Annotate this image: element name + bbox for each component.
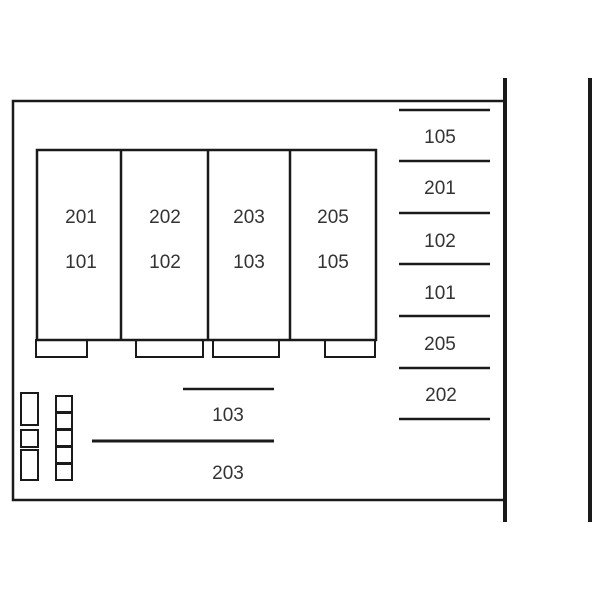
- parking-stall-label: 101: [424, 283, 456, 304]
- parking-stall-label: 102: [424, 231, 456, 252]
- building-outline: [35, 148, 378, 342]
- parking-stall-label: 205: [424, 334, 456, 355]
- parking-right: 105 201 102 101 205 202: [399, 108, 490, 421]
- unit-label-upper: 205: [317, 207, 349, 228]
- storage-box: [20, 392, 39, 426]
- unit-label-upper: 202: [149, 207, 181, 228]
- storage-box: [20, 429, 39, 448]
- parking-bottom: 103 203: [92, 387, 274, 484]
- parking-stall-label: 202: [425, 385, 457, 406]
- unit-label-lower: 101: [65, 252, 97, 273]
- unit-label-lower: 103: [233, 252, 265, 273]
- storage-box: [55, 395, 73, 413]
- storage-boxes: [20, 392, 73, 481]
- storage-box: [55, 463, 73, 481]
- entrance-step: [135, 339, 204, 358]
- storage-box: [55, 429, 73, 447]
- parking-stall-label: 103: [212, 405, 244, 426]
- storage-box: [55, 412, 73, 430]
- storage-box: [20, 449, 39, 481]
- lot-boundary: [11, 99, 506, 502]
- entrance-step: [35, 339, 88, 358]
- unit-label-upper: 203: [233, 207, 265, 228]
- unit-label-upper: 201: [65, 207, 97, 228]
- entrance-step: [212, 339, 280, 358]
- parking-stall-label: 203: [212, 463, 244, 484]
- parking-stall-label: 105: [424, 127, 456, 148]
- unit-label-lower: 105: [317, 252, 349, 273]
- parking-stall-label: 201: [424, 178, 456, 199]
- storage-box: [55, 446, 73, 464]
- entrance-step: [324, 339, 376, 358]
- unit-label-lower: 102: [149, 252, 181, 273]
- building: 201 101 202 102 203 103 205 105: [35, 148, 378, 358]
